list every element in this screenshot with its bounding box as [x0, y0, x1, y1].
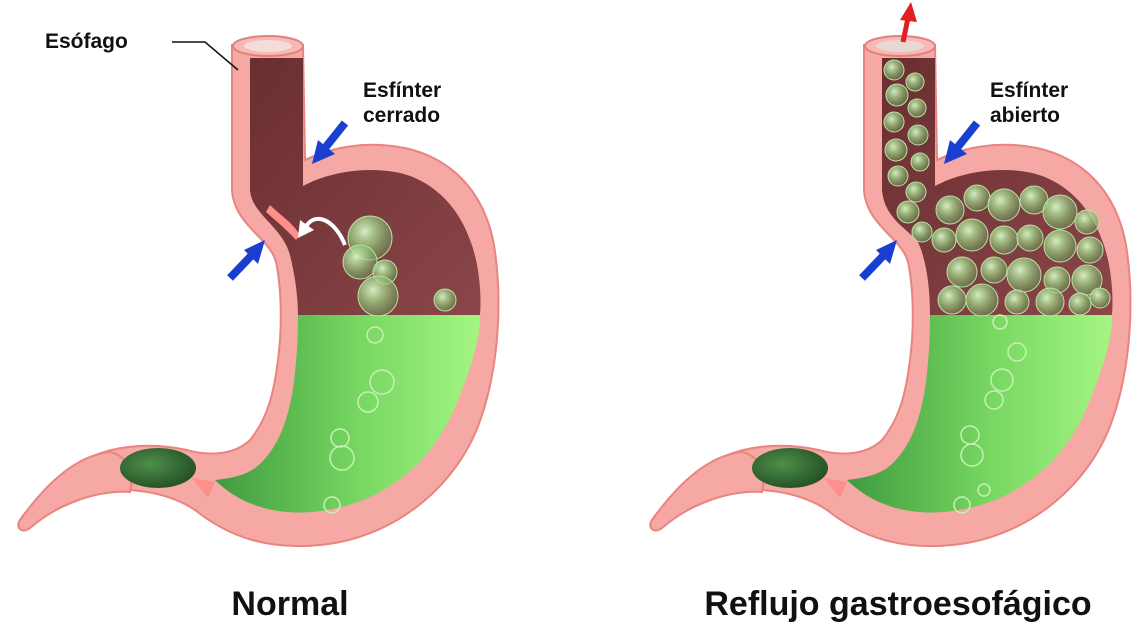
stomach-acid — [847, 315, 1112, 513]
pylorus — [752, 448, 828, 488]
sphincter-label-reflux-2: abierto — [990, 104, 1060, 127]
reflux-arrow — [900, 2, 917, 43]
sphincter-label-reflux-1: Esfínter — [990, 79, 1068, 102]
duodenum — [649, 450, 765, 532]
esophagus-label: Esófago — [45, 30, 128, 53]
panel-normal: Esófago Esfínter cerrado Normal — [17, 30, 500, 623]
caption-reflux: Reflujo gastroesofágico — [704, 585, 1091, 623]
caption-normal: Normal — [231, 585, 348, 623]
gas-bubbles — [883, 59, 1111, 514]
sphincter-label-normal-2: cerrado — [363, 104, 440, 127]
sphincter-arrow-lower — [227, 240, 265, 281]
duodenum — [17, 450, 133, 532]
gas-bubbles — [323, 215, 457, 514]
panel-reflux: Esfínter abierto Reflujo gastroesofágico — [649, 2, 1132, 623]
sphincter-label-normal-1: Esfínter — [363, 79, 441, 102]
sphincter-closed — [266, 205, 300, 240]
pylorus — [120, 448, 196, 488]
sphincter-arrow-upper — [944, 120, 981, 164]
sphincter-arrow-lower — [859, 240, 897, 281]
stomach-acid — [215, 315, 480, 513]
esophagus-leader-line — [172, 41, 239, 71]
stomach-cavity — [250, 58, 481, 315]
sphincter-arrow-upper — [312, 120, 349, 164]
bounce-back-arrow — [303, 216, 347, 246]
